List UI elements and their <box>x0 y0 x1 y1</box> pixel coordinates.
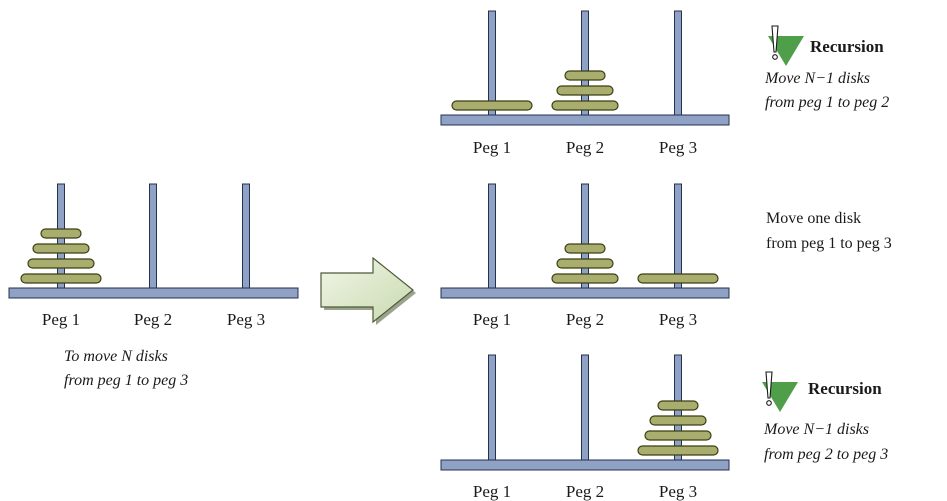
step-3-peg-label-2: Peg 2 <box>566 482 604 501</box>
initial-peg-label-2: Peg 2 <box>134 310 172 329</box>
step-3-disk-size-1 <box>657 400 699 411</box>
step-1-peg-label-2: Peg 2 <box>566 138 604 157</box>
note-3-title: Recursion <box>808 379 882 398</box>
step-2-peg-label-3: Peg 3 <box>659 310 697 329</box>
step-2-peg-1 <box>488 183 496 291</box>
note-3-line-1: Move N−1 disks <box>763 421 869 438</box>
exclamation-icon <box>768 25 804 66</box>
step-1-disk-size-3 <box>551 100 619 111</box>
step-1-disk-size-4 <box>451 100 533 111</box>
initial-caption-line-2: from peg 1 to peg 3 <box>64 372 188 389</box>
initial-disk-size-4 <box>20 273 102 284</box>
step-1-peg-label-1: Peg 1 <box>473 138 511 157</box>
step-3-tower-set: Peg 1 Peg 2 Peg 3 <box>440 354 730 501</box>
note-step-2: Move one disk from peg 1 to peg 3 <box>766 210 892 252</box>
step-2-disk-size-3 <box>551 273 619 284</box>
step-3-peg-2 <box>581 354 589 463</box>
note-step-1: Recursion Move N−1 disks from peg 1 to p… <box>764 25 889 111</box>
initial-disk-size-3 <box>27 258 95 269</box>
initial-disk-size-1 <box>40 228 82 239</box>
exclamation-icon <box>762 371 798 412</box>
step-1-tower-set: Peg 1 Peg 2 Peg 3 <box>440 10 730 157</box>
initial-peg-label-3: Peg 3 <box>227 310 265 329</box>
initial-peg-2 <box>149 183 157 291</box>
initial-peg-label-1: Peg 1 <box>42 310 80 329</box>
step-1-peg-label-3: Peg 3 <box>659 138 697 157</box>
initial-tower-set: Peg 1 Peg 2 Peg 3 <box>8 183 299 329</box>
step-1-disk-size-1 <box>564 70 606 81</box>
step-1-base <box>440 114 730 126</box>
note-1-line-2: from peg 1 to peg 2 <box>765 94 889 111</box>
step-3-disk-size-3 <box>644 430 712 441</box>
note-2-line-1: Move one disk <box>766 210 861 227</box>
note-1-line-1: Move N−1 disks <box>764 70 870 87</box>
initial-caption-line-1: To move N disks <box>64 348 168 365</box>
note-3-line-2: from peg 2 to peg 3 <box>764 446 888 463</box>
note-step-3: Recursion Move N−1 disks from peg 2 to p… <box>762 371 888 463</box>
step-3-peg-1 <box>488 354 496 463</box>
initial-base <box>8 287 299 299</box>
note-2-line-2: from peg 1 to peg 3 <box>766 235 892 252</box>
transition-arrow <box>320 256 416 325</box>
step-1-disk-size-2 <box>556 85 614 96</box>
step-2-peg-label-1: Peg 1 <box>473 310 511 329</box>
step-2-tower-set: Peg 1 Peg 2 Peg 3 <box>440 183 730 329</box>
step-1-peg-3 <box>674 10 682 118</box>
step-3-disk-size-4 <box>637 445 719 456</box>
step-3-base <box>440 459 730 471</box>
initial-peg-3 <box>242 183 250 291</box>
step-2-base <box>440 287 730 299</box>
step-2-disk-size-2 <box>556 258 614 269</box>
step-3-peg-label-3: Peg 3 <box>659 482 697 501</box>
step-2-peg-label-2: Peg 2 <box>566 310 604 329</box>
step-3-disk-size-2 <box>649 415 707 426</box>
step-2-disk-size-1 <box>564 243 606 254</box>
step-2-disk-size-4 <box>637 273 719 284</box>
initial-disk-size-2 <box>32 243 90 254</box>
step-3-peg-label-1: Peg 1 <box>473 482 511 501</box>
note-1-title: Recursion <box>810 37 884 56</box>
